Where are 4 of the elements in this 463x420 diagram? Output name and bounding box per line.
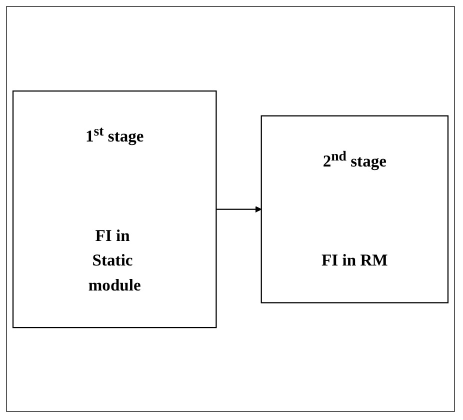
arrow xyxy=(216,206,262,212)
node-box xyxy=(260,115,449,303)
diagram: 1$^{st}$ stage FI in Static module 2$^{nd}$ stage FI in RM xyxy=(7,84,454,334)
node-box xyxy=(12,90,217,328)
